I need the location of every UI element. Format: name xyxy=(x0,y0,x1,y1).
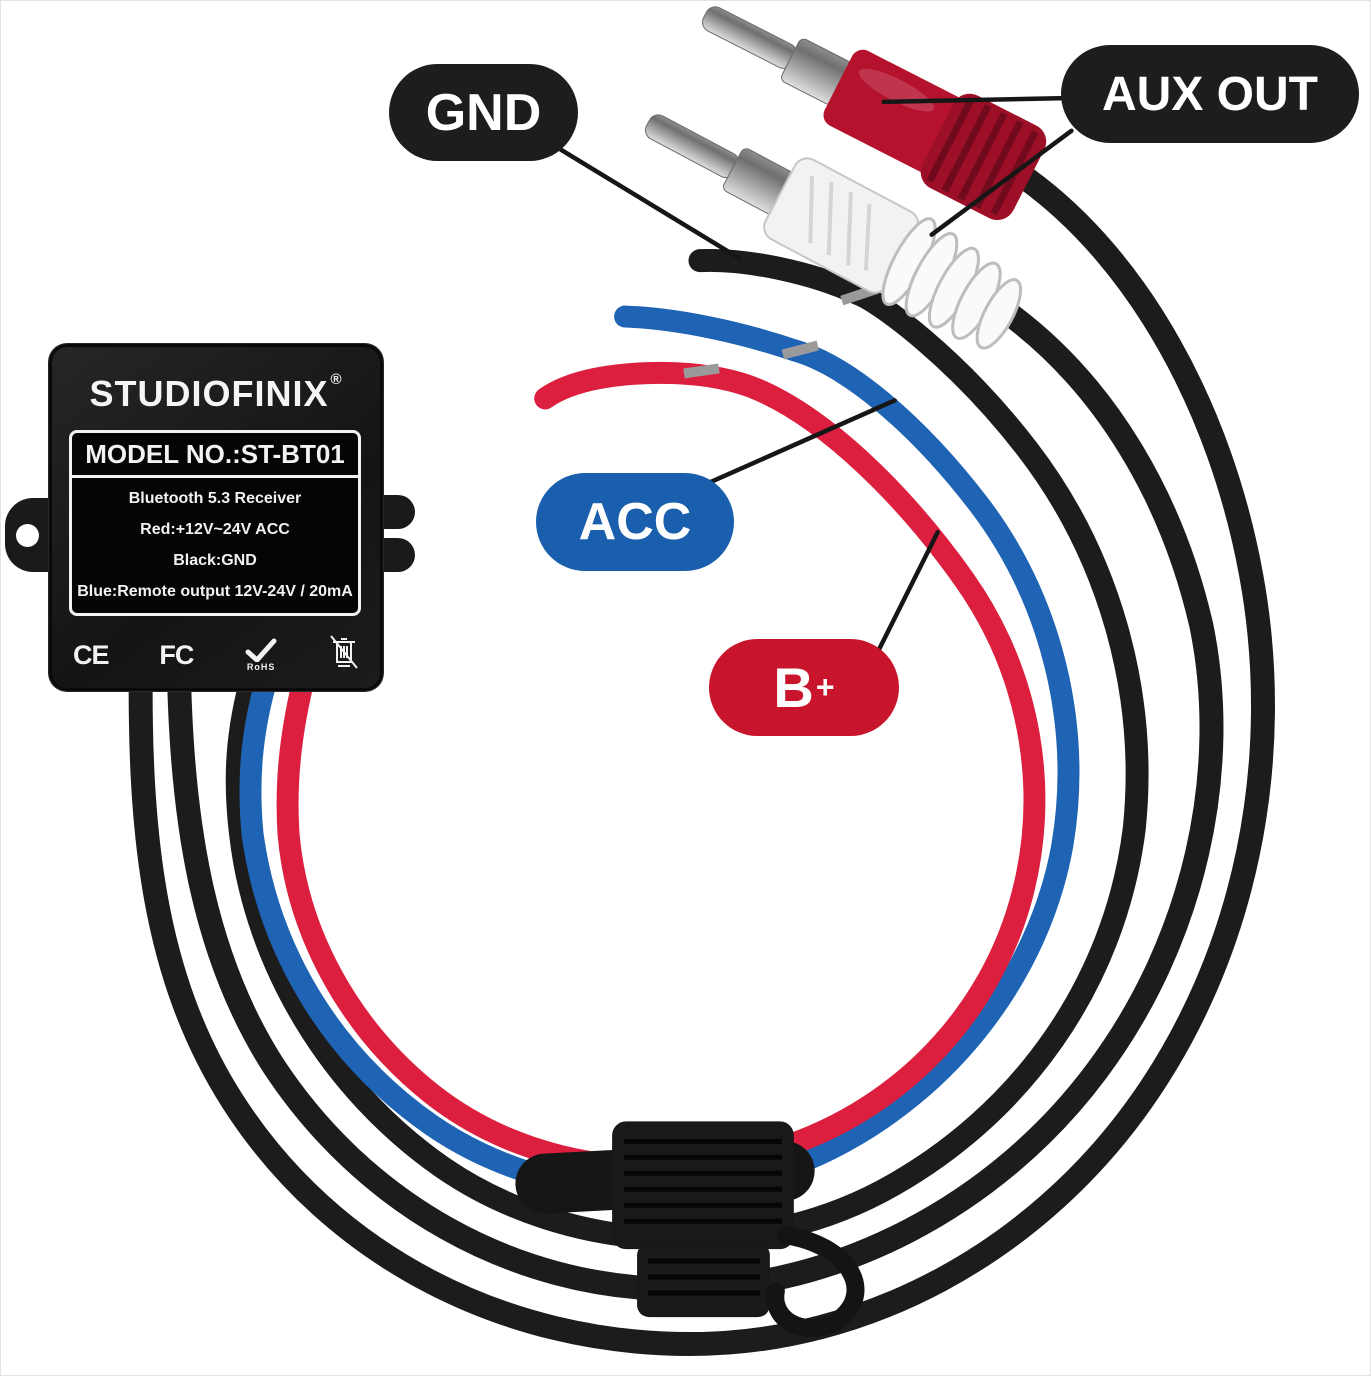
rohs-check-icon: RoHS xyxy=(244,638,278,672)
bplus-pointer-line xyxy=(875,529,940,655)
wire-black-gnd xyxy=(225,248,1149,1251)
mounting-tab-right-lower xyxy=(379,538,415,572)
acc-splice xyxy=(781,340,820,360)
registered-mark: ® xyxy=(330,371,343,388)
mounting-tab-right-upper xyxy=(379,495,415,529)
fuse-strap-loop xyxy=(766,1226,865,1337)
bplus-splice xyxy=(683,363,720,379)
white-rca-plug xyxy=(644,114,1023,350)
spec-line-blue: Blue:Remote output 12V-24V / 20mA xyxy=(77,582,353,600)
white-rca-knurl xyxy=(808,176,872,271)
red-rca-pin xyxy=(702,6,797,69)
spec-line-black: Black:GND xyxy=(173,551,257,569)
wire-blue-acc xyxy=(239,305,1080,1202)
spec-lines: Bluetooth 5.3 Receiver Red:+12V~24V ACC … xyxy=(72,478,358,613)
mounting-tab-left xyxy=(5,498,53,572)
brand-text: STUDIOFINIX xyxy=(89,373,329,414)
callout-aux-out-label: AUX OUT xyxy=(1102,67,1318,121)
rca-red-cable xyxy=(128,166,1275,1357)
white-rca-pin xyxy=(644,114,740,179)
callout-b-plus: B+ xyxy=(709,639,899,736)
white-rca-spring xyxy=(881,217,1023,350)
spec-label-panel: MODEL NO.:ST-BT01 Bluetooth 5.3 Receiver… xyxy=(69,430,361,616)
callout-acc-label: ACC xyxy=(578,493,692,551)
weee-bin-glyph xyxy=(330,634,358,669)
weee-crossed-bin-icon xyxy=(329,634,359,677)
callout-b-plus-sup: + xyxy=(815,669,835,705)
fuse-ribs-upper xyxy=(624,1138,782,1224)
rohs-checkmark xyxy=(245,638,277,662)
callout-gnd: GND xyxy=(389,64,578,161)
spec-line-red: Red:+12V~24V ACC xyxy=(140,521,290,539)
mounting-hole xyxy=(16,524,39,547)
ce-mark-icon: CE xyxy=(73,639,110,670)
certification-row: CE FC RoHS xyxy=(73,634,359,677)
callout-aux-out: AUX OUT xyxy=(1061,45,1359,143)
red-rca-body xyxy=(823,49,965,173)
red-rca-plug xyxy=(702,6,1047,221)
model-number: MODEL NO.:ST-BT01 xyxy=(72,433,358,478)
inline-fuse-holder xyxy=(515,1121,865,1337)
callout-b-plus-label: B xyxy=(773,656,814,719)
gnd-pointer-line xyxy=(553,144,743,261)
fcc-mark-icon: FC xyxy=(159,639,194,670)
brand-logo: STUDIOFINIX® xyxy=(49,344,383,415)
aux-pointer-line-red xyxy=(881,95,1080,105)
spec-line-bluetooth: Bluetooth 5.3 Receiver xyxy=(128,490,302,508)
rca-white-cable xyxy=(166,303,1224,1302)
callout-acc: ACC xyxy=(536,473,734,571)
acc-pointer-line xyxy=(707,398,897,485)
rohs-label: RoHS xyxy=(246,662,276,672)
fuse-body-upper xyxy=(612,1121,794,1250)
callout-gnd-label: GND xyxy=(425,83,542,142)
fuse-body-lower xyxy=(637,1243,770,1318)
wire-red-bplus xyxy=(276,361,1046,1179)
fuse-ribs-lower xyxy=(648,1258,760,1296)
bluetooth-receiver-box: STUDIOFINIX® MODEL NO.:ST-BT01 Bluetooth… xyxy=(49,344,383,691)
pointer-lines xyxy=(553,95,1080,655)
aux-pointer-line-white xyxy=(929,128,1074,237)
